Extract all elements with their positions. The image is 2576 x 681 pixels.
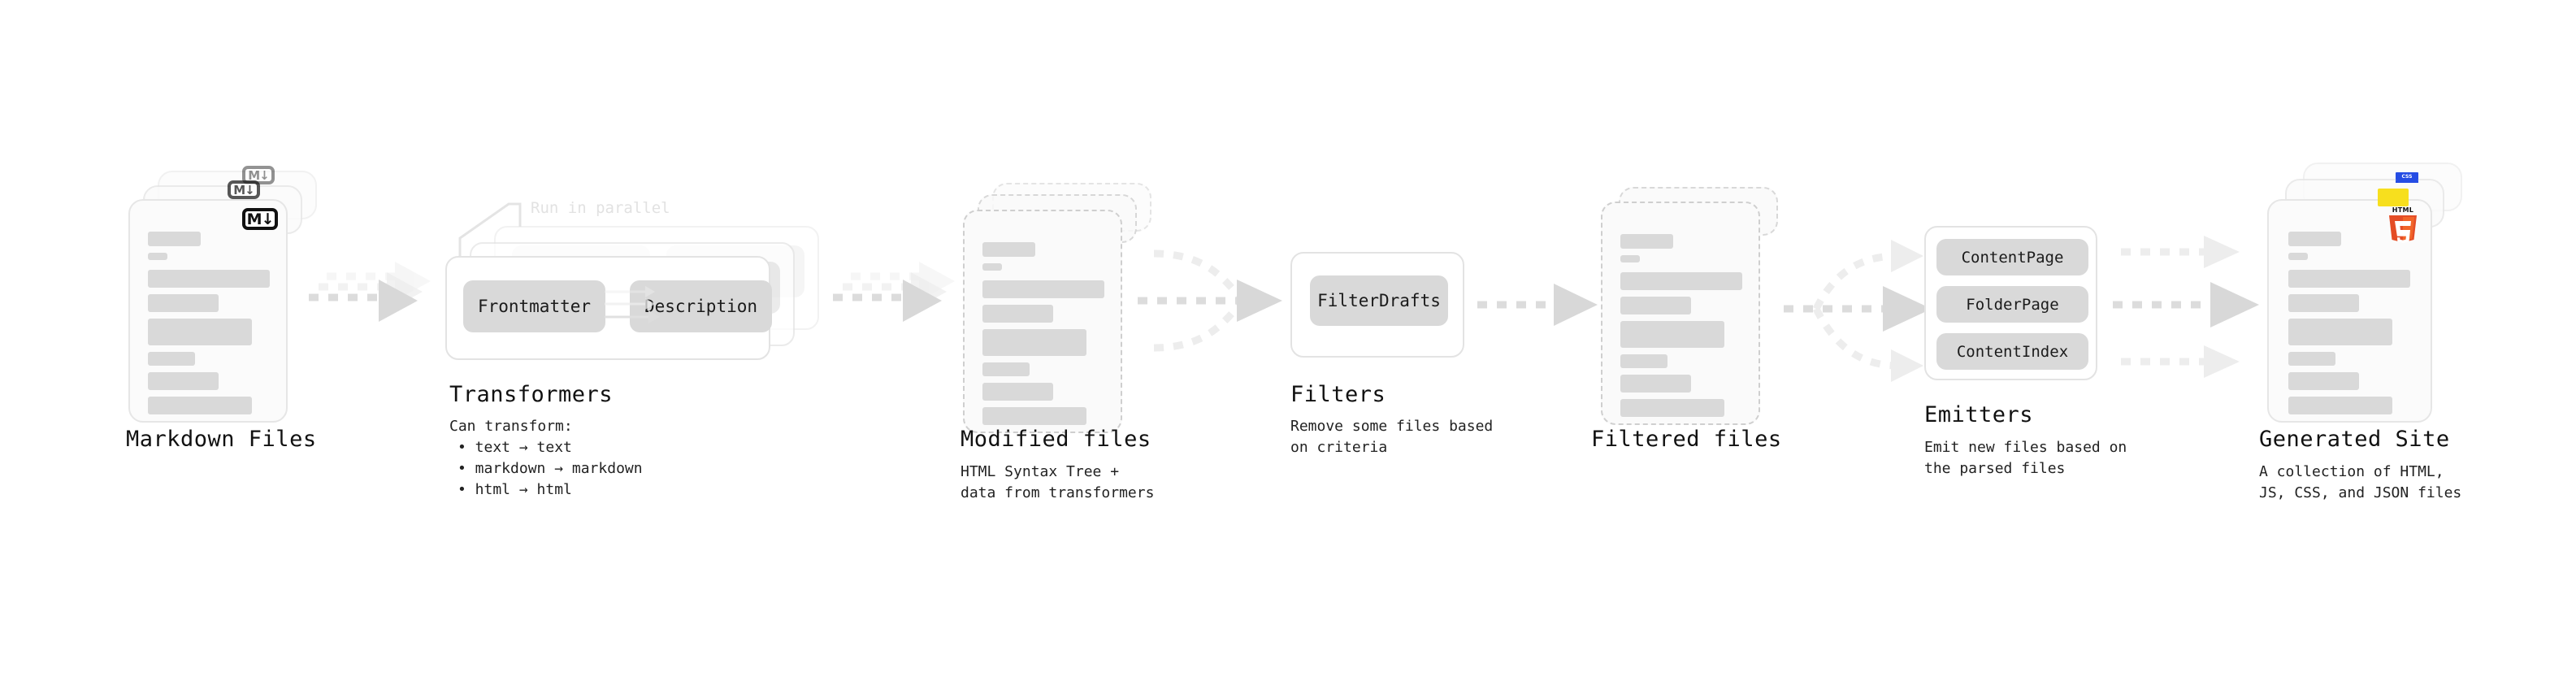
- generated-site-subtitle: A collection of HTML, JS, CSS, and JSON …: [2259, 463, 2462, 501]
- doc-skeleton-line: [2288, 372, 2359, 390]
- css3-icon: CSS: [2396, 172, 2418, 180]
- modified-file-card-front: [963, 210, 1122, 433]
- doc-skeleton-line: [982, 305, 1053, 323]
- filtered-file-card-front: [1601, 202, 1760, 425]
- filter-chip-filterdrafts[interactable]: FilterDrafts: [1310, 275, 1448, 326]
- filtered-files-title: Filtered files: [1591, 427, 1782, 452]
- markdown-files-title: Markdown Files: [126, 427, 317, 452]
- doc-skeleton-line: [1620, 234, 1673, 249]
- doc-skeleton-line: [982, 242, 1035, 257]
- doc-skeleton-line: [982, 263, 1002, 271]
- emitters-subtitle: Emit new files based on the parsed files: [1924, 439, 2127, 477]
- doc-skeleton-line: [1620, 272, 1742, 290]
- doc-skeleton-line: [1620, 297, 1691, 314]
- run-in-parallel-leader: [458, 202, 522, 261]
- filters-subtitle: Remove some files based on criteria: [1290, 418, 1494, 456]
- emitters-title: Emitters: [1924, 402, 2034, 427]
- filters-panel: FilterDrafts: [1290, 252, 1464, 358]
- doc-skeleton-line: [148, 232, 201, 246]
- markdown-file-card-front: [128, 199, 288, 423]
- doc-skeleton-line: [1620, 354, 1667, 368]
- connector-emitters-to-site: [2113, 236, 2259, 378]
- doc-skeleton-line: [982, 383, 1053, 401]
- doc-skeleton-line: [982, 362, 1030, 376]
- connector-markdown-to-transformers: [309, 262, 431, 322]
- doc-skeleton-line: [148, 253, 167, 260]
- transformers-title: Transformers: [449, 382, 614, 407]
- transformer-chip-description[interactable]: Description: [630, 280, 772, 332]
- transformers-bullet-0: • text → text: [458, 439, 572, 456]
- doc-skeleton-line: [2288, 294, 2359, 312]
- doc-skeleton-line: [1620, 375, 1691, 393]
- doc-skeleton-line: [2288, 397, 2392, 414]
- doc-skeleton-line: [148, 270, 270, 288]
- emitter-chip-folderpage[interactable]: FolderPage: [1936, 286, 2088, 323]
- doc-skeleton-line: [148, 352, 195, 366]
- svg-text:HTML: HTML: [2392, 206, 2413, 214]
- doc-skeleton-line: [1620, 255, 1640, 262]
- transformers-bullet-1: • markdown → markdown: [458, 460, 643, 477]
- filters-title: Filters: [1290, 382, 1386, 407]
- transformers-panel-stack: Frontmatter Description Frontmatter Desc…: [445, 226, 827, 360]
- doc-skeleton-line: [148, 372, 219, 390]
- connector-transformers-to-modified: [833, 262, 955, 322]
- doc-skeleton-line: [1620, 321, 1724, 348]
- emitter-chip-contentindex[interactable]: ContentIndex: [1936, 333, 2088, 370]
- doc-skeleton-line: [982, 280, 1104, 298]
- markdown-icon-mid: M↓: [228, 180, 260, 199]
- doc-skeleton-line: [148, 397, 252, 414]
- modified-files-title: Modified files: [961, 427, 1151, 452]
- html5-icon: HTML: [2386, 205, 2420, 243]
- modified-files-stack: [963, 183, 1151, 435]
- transformer-inner-arrows: [605, 286, 660, 323]
- generated-site-title: Generated Site: [2259, 427, 2450, 452]
- connector-filters-to-filtered: [1477, 284, 1598, 326]
- connector-modified-to-filters: [1138, 249, 1282, 352]
- css3-icon-underline: [2396, 180, 2418, 183]
- transformer-chip-frontmatter[interactable]: Frontmatter: [463, 280, 605, 332]
- doc-skeleton-line: [982, 329, 1086, 356]
- transformers-bullet-2: • html → html: [458, 481, 572, 498]
- emitter-chip-contentpage[interactable]: ContentPage: [1936, 239, 2088, 275]
- doc-skeleton-line: [1620, 399, 1724, 417]
- markdown-icon: M↓: [242, 208, 278, 230]
- modified-files-subtitle: HTML Syntax Tree + data from transformer…: [961, 463, 1155, 501]
- doc-skeleton-line: [2288, 319, 2392, 345]
- connector-filtered-to-emitters: [1784, 240, 1932, 382]
- markdown-files-stack: M↓ M↓ M↓: [128, 166, 332, 423]
- emitters-panel: ContentPage FolderPage ContentIndex: [1924, 226, 2097, 380]
- doc-skeleton-line: [2288, 232, 2341, 246]
- doc-skeleton-line: [148, 294, 219, 312]
- generated-site-stack: CSS HTML: [2267, 163, 2470, 423]
- doc-skeleton-line: [2288, 270, 2410, 288]
- doc-skeleton-line: [2288, 253, 2308, 260]
- transformers-panel: Frontmatter Description: [445, 256, 772, 360]
- doc-skeleton-line: [2288, 352, 2335, 366]
- doc-skeleton-line: [148, 319, 252, 345]
- javascript-icon: [2378, 189, 2409, 206]
- run-in-parallel-label: Run in parallel: [531, 199, 670, 217]
- filtered-files-stack: [1601, 187, 1788, 439]
- transformers-subtitle: Can transform:: [449, 418, 573, 435]
- doc-skeleton-line: [982, 407, 1086, 425]
